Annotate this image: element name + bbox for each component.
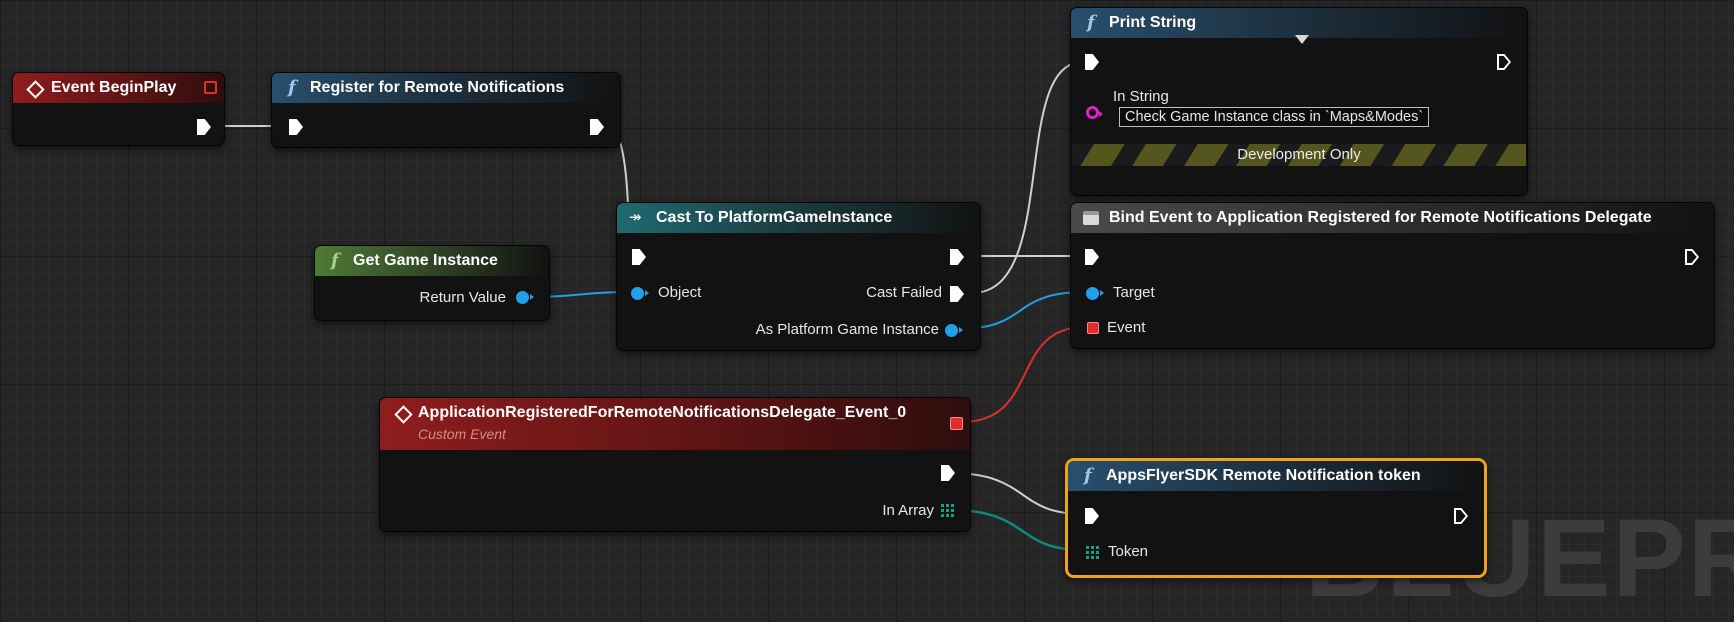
function-f-icon: f <box>331 250 339 271</box>
object-input-pin[interactable] <box>631 287 649 300</box>
node-title: Print String <box>1109 14 1197 31</box>
event-diamond-icon <box>26 80 45 99</box>
exec-input-pin[interactable] <box>289 119 303 135</box>
node-header: f Get Game Instance <box>315 246 549 276</box>
exec-output-outline-icon <box>1685 249 1699 265</box>
return-value-pin[interactable] <box>516 291 534 304</box>
exec-output-outline-icon <box>1454 508 1468 524</box>
node-title: Event BeginPlay <box>51 79 177 96</box>
development-only-banner: Development Only <box>1072 144 1526 166</box>
delegate-output-pin[interactable] <box>204 81 217 94</box>
event-diamond-icon <box>394 405 413 424</box>
event-beginplay-node[interactable]: Event BeginPlay <box>12 72 225 146</box>
node-header: f AppsFlyerSDK Remote Notification token <box>1068 461 1484 491</box>
appsflyer-remote-notification-token-node[interactable]: f AppsFlyerSDK Remote Notification token… <box>1065 458 1487 578</box>
node-title: ApplicationRegisteredForRemoteNotificati… <box>418 404 907 421</box>
cast-arrow-icon: ↠ <box>629 209 642 226</box>
node-title: Get Game Instance <box>353 252 498 269</box>
delegate-wire-event[interactable] <box>961 326 1086 423</box>
exec-output-pin[interactable] <box>590 119 604 135</box>
exec-output-outline-icon <box>1497 54 1511 70</box>
node-header: Bind Event to Application Registered for… <box>1071 203 1714 233</box>
node-header: f Register for Remote Notifications <box>272 73 620 103</box>
function-f-icon: f <box>288 77 296 98</box>
array-wire-inarray-token[interactable] <box>949 508 1084 552</box>
object-label: Object <box>658 284 702 301</box>
in-array-label: In Array <box>882 502 934 519</box>
bind-event-node[interactable]: Bind Event to Application Registered for… <box>1070 202 1715 349</box>
node-title: Cast To PlatformGameInstance <box>656 209 893 226</box>
node-header: Event BeginPlay <box>13 73 224 103</box>
exec-input-pin[interactable] <box>1085 508 1099 524</box>
node-header: ApplicationRegisteredForRemoteNotificati… <box>380 398 970 450</box>
exec-output-pin[interactable] <box>1454 508 1468 524</box>
node-header: ↠ Cast To PlatformGameInstance <box>617 203 980 233</box>
in-array-pin[interactable] <box>941 504 954 517</box>
exec-input-pin[interactable] <box>632 249 646 265</box>
return-value-label: Return Value <box>419 289 506 306</box>
register-remote-notifications-node[interactable]: f Register for Remote Notifications <box>271 72 621 148</box>
node-title: Register for Remote Notifications <box>310 79 565 96</box>
custom-event-node[interactable]: ApplicationRegisteredForRemoteNotificati… <box>379 397 971 532</box>
expand-arrow-icon[interactable] <box>1295 35 1309 44</box>
node-subtitle: Custom Event <box>418 426 506 442</box>
function-f-icon: f <box>1084 465 1092 486</box>
exec-wire-castfailed-printstring[interactable] <box>971 61 1084 294</box>
delegate-output-pin[interactable] <box>950 417 963 430</box>
cast-failed-exec-pin[interactable] <box>950 286 964 302</box>
exec-input-pin[interactable] <box>1085 249 1099 265</box>
in-string-field[interactable]: Check Game Instance class in `Maps&Modes… <box>1119 107 1430 127</box>
event-delegate-pin[interactable] <box>1087 322 1099 334</box>
in-string-pin[interactable] <box>1086 106 1103 119</box>
exec-wire-custom-appsflyer[interactable] <box>949 472 1084 515</box>
node-title: Bind Event to Application Registered for… <box>1109 209 1652 226</box>
exec-output-pin[interactable] <box>1497 54 1511 70</box>
cast-to-platformgameinstance-node[interactable]: ↠ Cast To PlatformGameInstance Object Ca… <box>616 202 981 351</box>
development-only-label: Development Only <box>1237 146 1361 163</box>
token-label: Token <box>1108 543 1149 560</box>
node-header: f Print String <box>1071 8 1527 38</box>
in-string-label: In String <box>1113 88 1169 105</box>
exec-output-pin[interactable] <box>197 119 211 135</box>
as-platform-game-instance-pin[interactable] <box>945 324 963 337</box>
event-label: Event <box>1107 319 1146 336</box>
cast-failed-label: Cast Failed <box>866 284 942 301</box>
get-game-instance-node[interactable]: f Get Game Instance Return Value <box>314 245 550 321</box>
print-string-node[interactable]: f Print String In String Check Game Inst… <box>1070 7 1528 196</box>
exec-output-pin[interactable] <box>950 249 964 265</box>
as-platform-game-instance-label: As Platform Game Instance <box>755 321 939 338</box>
node-title: AppsFlyerSDK Remote Notification token <box>1106 467 1421 484</box>
exec-output-pin[interactable] <box>941 465 955 481</box>
exec-input-pin[interactable] <box>1085 54 1099 70</box>
bind-event-icon <box>1083 211 1099 225</box>
target-label: Target <box>1113 284 1155 301</box>
target-pin[interactable] <box>1086 287 1104 300</box>
wire-layer <box>204 61 1086 552</box>
function-f-icon: f <box>1087 12 1095 33</box>
token-pin[interactable] <box>1086 546 1099 559</box>
exec-output-pin[interactable] <box>1685 249 1699 265</box>
